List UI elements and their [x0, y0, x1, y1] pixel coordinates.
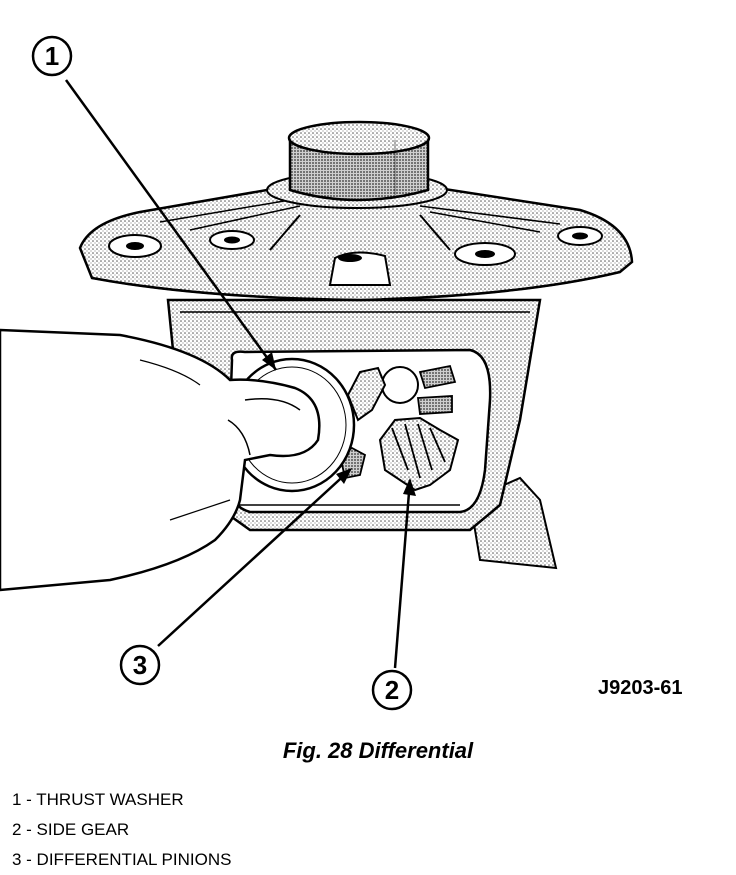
legend-item-thrust-washer: 1 - THRUST WASHER — [12, 790, 184, 809]
figure-id: J9203-61 — [598, 677, 683, 699]
legend-item-differential-pinions: 3 - DIFFERENTIAL PINIONS — [12, 850, 232, 869]
legend-item-side-gear: 2 - SIDE GEAR — [12, 820, 130, 839]
legend-list: 1 - THRUST WASHER 2 - SIDE GEAR 3 - DIFF… — [12, 785, 231, 875]
differential-illustration: 1 3 2 J9203-61 — [0, 35, 683, 711]
leader-lines — [64, 79, 416, 669]
callout-2-number: 2 — [385, 675, 399, 705]
bolt-bosses — [108, 226, 603, 286]
callout-1-number: 1 — [45, 41, 59, 71]
figure-caption: Fig. 28 Differential — [282, 738, 474, 763]
bearing-hub — [266, 120, 448, 209]
callout-3-number: 3 — [133, 650, 147, 680]
technician-hand — [0, 328, 321, 592]
callout-1: 1 — [31, 35, 73, 77]
callout-3: 3 — [119, 644, 161, 686]
callout-2: 2 — [371, 669, 413, 711]
